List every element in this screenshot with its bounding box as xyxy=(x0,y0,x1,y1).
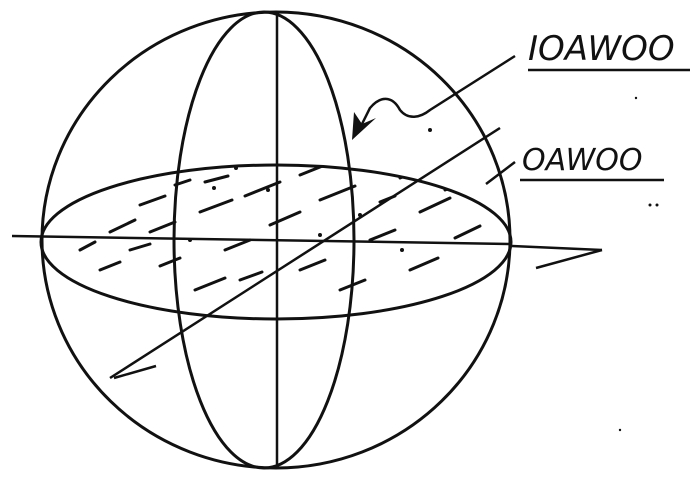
equatorial-hatching-dots xyxy=(188,128,432,252)
diagonal-axis xyxy=(109,126,501,380)
equatorial-hatching xyxy=(78,165,482,292)
horizontal-axis-arrow-tip xyxy=(535,248,603,270)
upper-label-leader-arrowhead xyxy=(352,112,376,140)
lower-label-leader xyxy=(485,161,516,185)
stray-dots xyxy=(618,96,659,432)
meridian-ellipse xyxy=(172,10,356,470)
diagonal-axis-tail-mark xyxy=(113,364,157,380)
upper-label-leader xyxy=(360,54,516,125)
horizontal-axis-extension xyxy=(511,244,603,252)
lower-label: OAWOO xyxy=(522,143,643,178)
horizontal-axis xyxy=(11,234,513,246)
upper-label: IOAWOO xyxy=(528,29,675,69)
